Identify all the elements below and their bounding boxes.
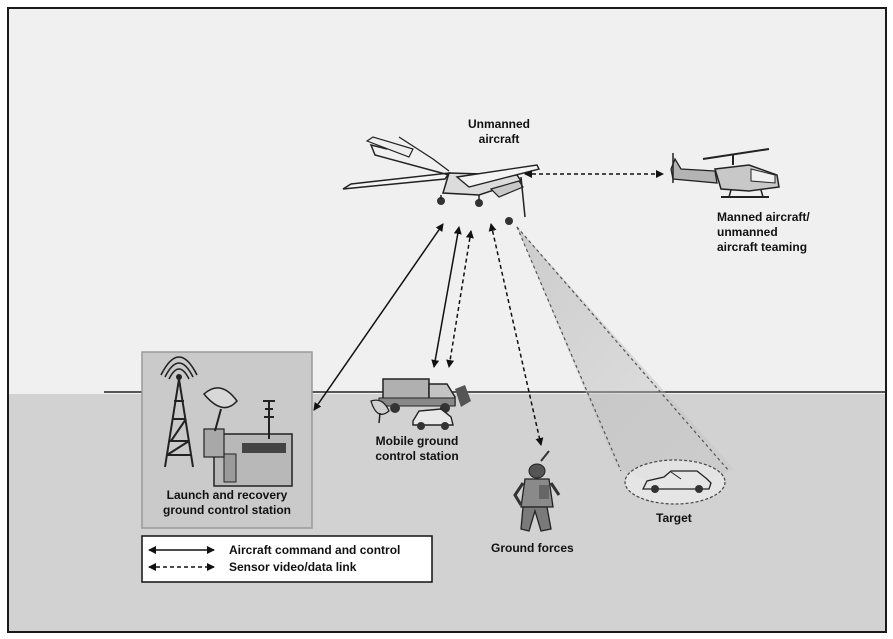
c2-link-launch-station xyxy=(313,223,444,411)
legend xyxy=(141,535,433,583)
legend-command-control-label: Aircraft command and control xyxy=(229,543,401,557)
label-launch-recovery-line2: ground control station xyxy=(163,503,291,517)
label-unmanned-aircraft-line1: Unmanned xyxy=(467,117,530,131)
diagram-scene xyxy=(104,136,885,583)
data-link-mobile-station xyxy=(446,230,474,368)
legend-sensor-link-label: Sensor video/data link xyxy=(229,560,357,574)
diagram-frame: Unmanned aircraft Manned aircraft/ unman… xyxy=(7,7,887,633)
label-mobile-station-line2: control station xyxy=(375,449,459,463)
label-unmanned-aircraft-line2: aircraft xyxy=(478,132,520,146)
launch-station-icon xyxy=(160,356,293,487)
label-unmanned-aircraft: Unmanned aircraft xyxy=(464,117,534,147)
label-mobile-station: Mobile ground control station xyxy=(361,434,473,464)
label-manned-teaming-line2: unmanned xyxy=(717,225,778,239)
label-launch-recovery: Launch and recovery ground control stati… xyxy=(145,488,309,518)
target-car-icon xyxy=(624,459,726,505)
label-ground-forces: Ground forces xyxy=(491,541,574,555)
label-mobile-station-line1: Mobile ground xyxy=(375,434,459,448)
label-target: Target xyxy=(656,511,692,525)
uav-icon xyxy=(342,136,541,225)
soldier-icon xyxy=(513,450,561,532)
helicopter-icon xyxy=(670,148,780,198)
legend-box xyxy=(141,535,433,583)
label-manned-teaming: Manned aircraft/ unmanned aircraft teami… xyxy=(717,210,810,255)
label-manned-teaming-line1: Manned aircraft/ xyxy=(717,210,810,224)
data-link-ground-forces xyxy=(488,223,544,446)
c2-link-mobile-station xyxy=(431,226,462,368)
label-launch-recovery-line1: Launch and recovery xyxy=(166,488,288,502)
sensor-beam xyxy=(517,227,734,485)
label-manned-teaming-line3: aircraft teaming xyxy=(717,240,808,254)
mobile-station-icon xyxy=(370,378,471,430)
